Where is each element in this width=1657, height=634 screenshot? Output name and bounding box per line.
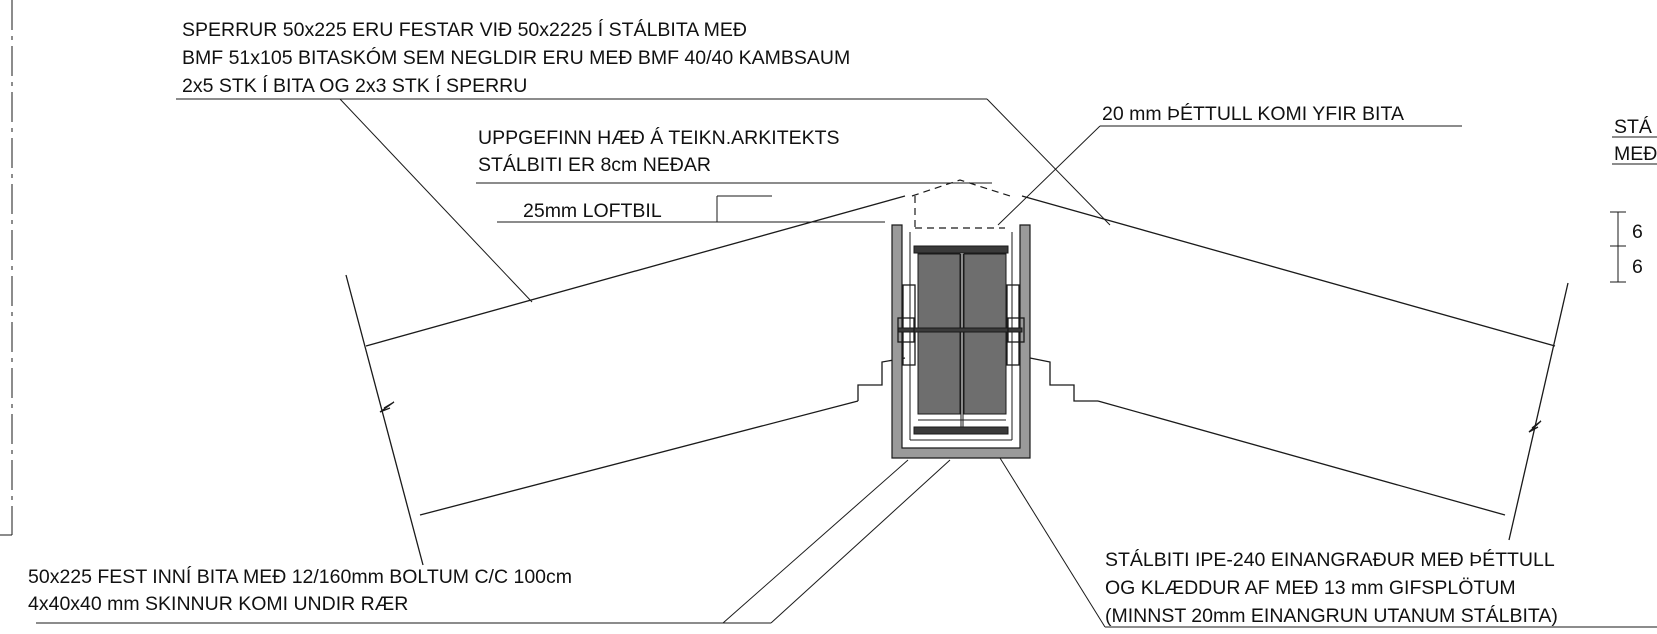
left-border (0, 0, 13, 536)
note-bolts-line2: 4x40x40 mm SKINNUR KOMI UNDIR RÆR (28, 593, 408, 615)
note-bolts-line1: 50x225 FEST INNÍ BITA MEÐ 12/160mm BOLTU… (28, 565, 572, 588)
dimension-label-1: 6 (1632, 221, 1643, 243)
note-steel-beam-line3: (MINNST 20mm EINANGRUN UTANUM STÁLBITA) (1105, 604, 1558, 627)
steel-beam-ipe240 (891, 224, 1031, 459)
note-sealing-wool: 20 mm ÞÉTTULL KOMI YFIR BITA (1102, 102, 1404, 125)
ridge-dashed (911, 179, 1011, 197)
dimension-label-2: 6 (1632, 256, 1643, 278)
note-air-gap: 25mm LOFTBIL (523, 200, 662, 222)
note-right-cut-line2: MEÐ (1614, 143, 1657, 165)
note-steel-beam-line2: OG KLÆDDUR AF MEÐ 13 mm GIFSPLÖTUM (1105, 577, 1516, 599)
right-rafter (1021, 195, 1569, 541)
leader-lines (36, 98, 1657, 628)
note-rafter-fixing-line2: BMF 51x105 BITASKÓM SEM NEGLDIR ERU MEÐ … (182, 46, 850, 69)
left-rafter (345, 195, 906, 566)
note-architect-height-line1: UPPGEFINN HÆÐ Á TEIKN.ARKITEKTS (478, 126, 840, 149)
note-steel-beam-line1: STÁLBITI IPE-240 EINANGRAÐUR MEÐ ÞÉTTULL (1105, 548, 1555, 571)
right-dimension-marks (1610, 211, 1626, 283)
note-rafter-fixing-line3: 2x5 STK Í BITA OG 2x3 STK Í SPERRU (182, 74, 527, 97)
note-right-cut-line1: STÁ (1614, 115, 1652, 138)
note-architect-height-line2: STÁLBITI ER 8cm NEÐAR (478, 153, 711, 176)
note-rafter-fixing-line1: SPERRUR 50x225 ERU FESTAR VIÐ 50x2225 Í … (182, 18, 747, 41)
